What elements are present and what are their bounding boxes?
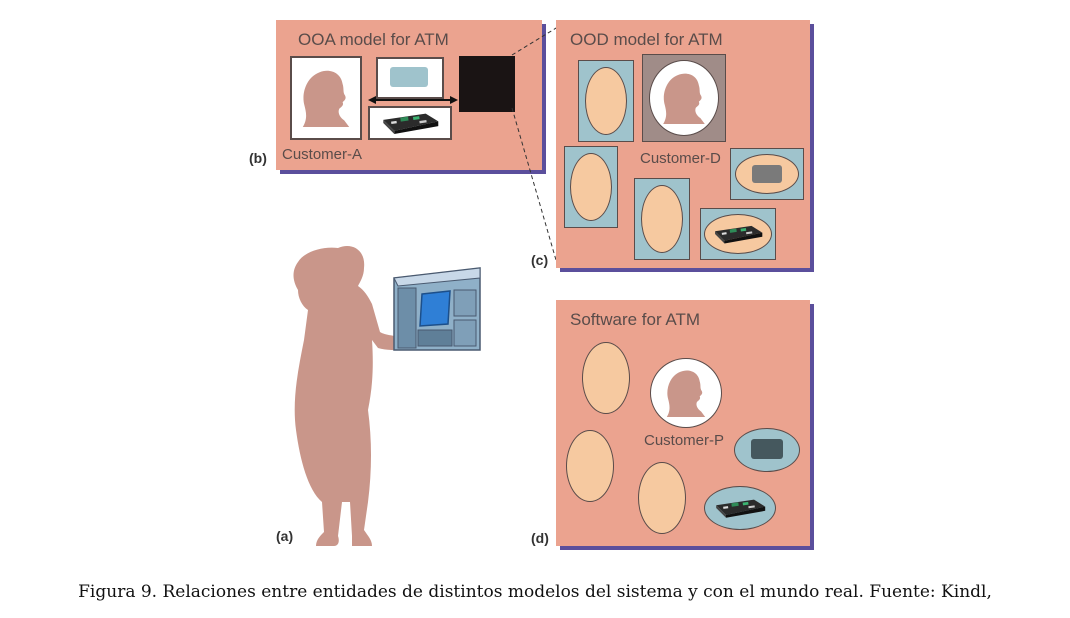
association-arrow: [368, 96, 458, 104]
customer-a-box: [290, 56, 362, 140]
atm-screen-icon: [751, 439, 783, 459]
person-silhouette-icon: [663, 73, 705, 124]
panel-d-tag: (d): [531, 530, 549, 546]
panel-a-tag: (a): [276, 528, 294, 544]
woman-silhouette-icon: [293, 246, 430, 546]
ood-model-panel: OOD model for ATM Customer-D: [556, 20, 810, 268]
atm-screen-icon: [390, 67, 428, 87]
customer-a-label: Customer-A: [282, 146, 363, 163]
person-silhouette-icon: [666, 370, 706, 417]
circuit-board-icon: [715, 225, 763, 244]
circuit-board-object: [704, 486, 776, 530]
software-panel: Software for ATM Customer-P: [556, 300, 810, 546]
ood-model-title: OOD model for ATM: [570, 30, 723, 49]
customer-p-object: [650, 358, 722, 428]
circuit-board-icon: [716, 499, 766, 518]
atm-screen-object-box: [730, 148, 804, 200]
ooa-model-panel: OOA model for ATM Customer-A: [276, 20, 542, 170]
panel-c-tag: (c): [531, 252, 549, 268]
circuit-board-icon: [383, 113, 439, 134]
panel-b-tag: (b): [249, 150, 267, 166]
atm-screen-icon: [752, 165, 782, 183]
atm-screen-object: [734, 428, 800, 472]
object-ellipse-2: [566, 430, 614, 502]
object-ellipse-1: [582, 342, 630, 414]
object-ellipse-3: [638, 462, 686, 534]
atm-screen-box: [376, 57, 444, 99]
circuit-board-box: [368, 106, 452, 140]
figure-caption: Figura 9. Relaciones entre entidades de …: [78, 582, 992, 602]
object-box-1: [578, 60, 634, 142]
software-title: Software for ATM: [570, 310, 701, 329]
customer-p-label: Customer-P: [644, 432, 725, 449]
circuit-board-object-box: [700, 208, 776, 260]
atm-machine-icon: [393, 267, 481, 351]
black-box-icon: [459, 56, 515, 112]
object-box-2: [564, 146, 618, 228]
object-box-3: [634, 178, 690, 260]
ooa-model-title: OOA model for ATM: [298, 30, 449, 49]
person-silhouette-icon: [302, 70, 350, 127]
customer-d-box: [642, 54, 726, 142]
customer-d-label: Customer-D: [640, 150, 721, 167]
